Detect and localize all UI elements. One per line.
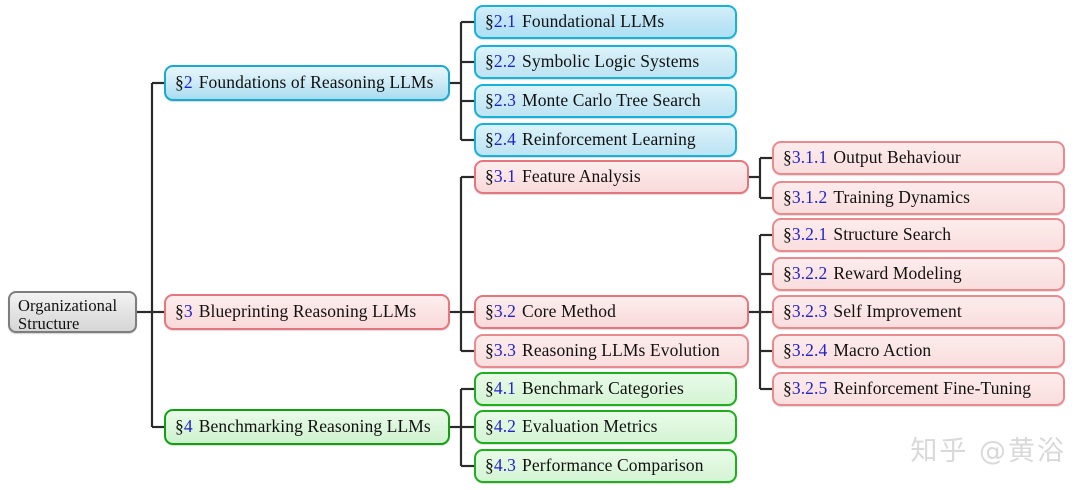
node-s4-number: §4 bbox=[175, 416, 193, 437]
node-s3-2-2-number: §3.2.2 bbox=[783, 263, 828, 284]
node-s4-label: Benchmarking Reasoning LLMs bbox=[198, 416, 431, 437]
node-s2-2-label: Symbolic Logic Systems bbox=[522, 51, 700, 72]
node-s3-1-1[interactable]: §3.1.1 Output Behaviour bbox=[772, 141, 1065, 175]
node-s3-2-1-label: Structure Search bbox=[833, 224, 952, 245]
node-s3-3-number: §3.3 bbox=[485, 340, 517, 361]
node-s2-1-label: Foundational LLMs bbox=[522, 11, 665, 32]
node-s3-1-1-label: Output Behaviour bbox=[833, 147, 961, 168]
node-s2[interactable]: §2 Foundations of Reasoning LLMs bbox=[164, 65, 450, 101]
node-s3-3-label: Reasoning LLMs Evolution bbox=[522, 340, 720, 361]
root-line-2: Structure bbox=[18, 314, 80, 334]
node-s2-1[interactable]: §2.1 Foundational LLMs bbox=[474, 5, 737, 39]
node-s3-1[interactable]: §3.1 Feature Analysis bbox=[474, 160, 749, 194]
node-s2-label: Foundations of Reasoning LLMs bbox=[198, 72, 434, 93]
node-s3-2-4[interactable]: §3.2.4 Macro Action bbox=[772, 334, 1065, 368]
node-s3-1-2-number: §3.1.2 bbox=[783, 187, 828, 208]
node-s2-4-number: §2.4 bbox=[485, 129, 517, 150]
node-s2-4-label: Reinforcement Learning bbox=[522, 129, 696, 150]
watermark: 知乎 @黄浴 bbox=[910, 436, 1066, 467]
node-s2-3-number: §2.3 bbox=[485, 90, 517, 111]
node-s3-1-number: §3.1 bbox=[485, 166, 517, 187]
node-s3-2-number: §3.2 bbox=[485, 301, 517, 322]
node-s4-3-label: Performance Comparison bbox=[522, 455, 704, 476]
node-s3-number: §3 bbox=[175, 301, 193, 322]
node-s3-2-4-label: Macro Action bbox=[833, 340, 932, 361]
node-s3-2-5-label: Reinforcement Fine-Tuning bbox=[833, 378, 1032, 399]
node-s4-3[interactable]: §4.3 Performance Comparison bbox=[474, 449, 737, 483]
node-s2-3[interactable]: §2.3 Monte Carlo Tree Search bbox=[474, 84, 737, 118]
node-s4-2-label: Evaluation Metrics bbox=[522, 416, 658, 437]
node-s4-1[interactable]: §4.1 Benchmark Categories bbox=[474, 372, 737, 406]
node-s3-2-5[interactable]: §3.2.5 Reinforcement Fine-Tuning bbox=[772, 372, 1065, 406]
node-s3-2-1-number: §3.2.1 bbox=[783, 224, 828, 245]
node-s3-2-1[interactable]: §3.2.1 Structure Search bbox=[772, 218, 1065, 252]
node-s3-2-2-label: Reward Modeling bbox=[833, 263, 962, 284]
node-s3-1-2-label: Training Dynamics bbox=[833, 187, 971, 208]
node-s3-1-1-number: §3.1.1 bbox=[783, 147, 828, 168]
node-s4-2-number: §4.2 bbox=[485, 416, 517, 437]
root-line-1: Organizational bbox=[18, 296, 118, 315]
node-s2-3-label: Monte Carlo Tree Search bbox=[522, 90, 701, 111]
node-s4[interactable]: §4 Benchmarking Reasoning LLMs bbox=[164, 409, 450, 445]
node-s2-2-number: §2.2 bbox=[485, 51, 517, 72]
node-s4-1-label: Benchmark Categories bbox=[522, 378, 684, 399]
node-root[interactable]: Organizational Structure bbox=[8, 291, 137, 333]
node-s2-2[interactable]: §2.2 Symbolic Logic Systems bbox=[474, 45, 737, 79]
node-s3-3[interactable]: §3.3 Reasoning LLMs Evolution bbox=[474, 334, 749, 368]
node-s3-2-4-number: §3.2.4 bbox=[783, 340, 828, 361]
node-s4-2[interactable]: §4.2 Evaluation Metrics bbox=[474, 410, 737, 444]
node-s3-2-3-label: Self Improvement bbox=[833, 301, 962, 322]
node-s3-2-3[interactable]: §3.2.3 Self Improvement bbox=[772, 295, 1065, 329]
node-s3-2-2[interactable]: §3.2.2 Reward Modeling bbox=[772, 257, 1065, 291]
node-s2-1-number: §2.1 bbox=[485, 11, 517, 32]
node-s2-4[interactable]: §2.4 Reinforcement Learning bbox=[474, 123, 737, 157]
node-s3-label: Blueprinting Reasoning LLMs bbox=[198, 301, 417, 322]
node-s3-1-2[interactable]: §3.1.2 Training Dynamics bbox=[772, 181, 1065, 215]
node-s3-2-3-number: §3.2.3 bbox=[783, 301, 828, 322]
node-s3-1-label: Feature Analysis bbox=[522, 166, 641, 187]
node-s4-3-number: §4.3 bbox=[485, 455, 517, 476]
node-s3-2-label: Core Method bbox=[522, 301, 616, 322]
node-s4-1-number: §4.1 bbox=[485, 378, 517, 399]
node-s3[interactable]: §3 Blueprinting Reasoning LLMs bbox=[164, 294, 450, 330]
node-s3-2[interactable]: §3.2 Core Method bbox=[474, 295, 749, 329]
node-s3-2-5-number: §3.2.5 bbox=[783, 378, 828, 399]
node-s2-number: §2 bbox=[175, 72, 193, 93]
